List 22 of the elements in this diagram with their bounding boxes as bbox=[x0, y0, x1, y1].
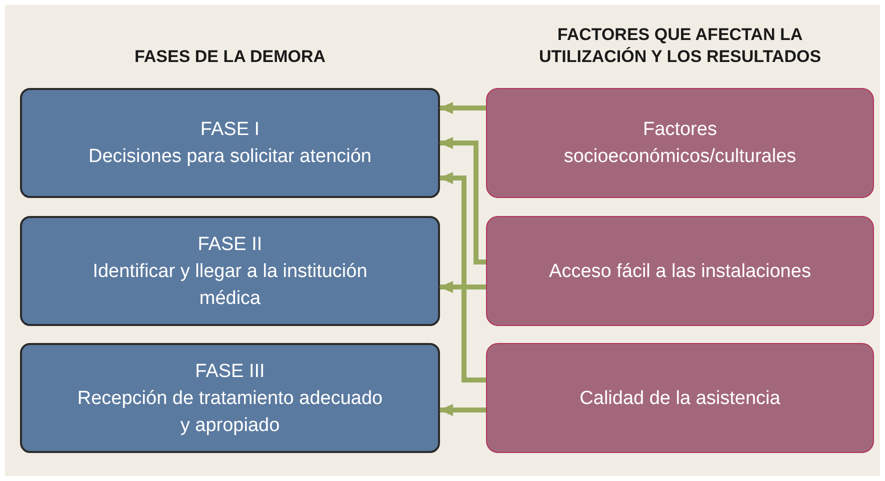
box-text: Decisiones para solicitar atención bbox=[88, 145, 372, 169]
column-heading: FACTORES QUE AFECTAN LA UTILIZACIÓN Y LOS RESULTADOS bbox=[538, 24, 822, 68]
factor-box bbox=[486, 88, 874, 198]
phase-title: FASE I bbox=[200, 118, 260, 142]
box-text: Recepción de tratamiento adecuado y apropiado bbox=[76, 386, 384, 438]
arrow bbox=[439, 137, 486, 264]
phase-box bbox=[20, 88, 440, 198]
phase-title: FASE II bbox=[198, 232, 262, 256]
factor-box bbox=[486, 216, 874, 326]
box-text: Acceso fácil a las instalaciones bbox=[549, 260, 811, 284]
phase-box bbox=[20, 343, 440, 453]
phase-title: FASE III bbox=[195, 360, 265, 384]
arrow bbox=[439, 404, 486, 416]
box-text: Factores socioeconómicos/culturales bbox=[562, 118, 798, 169]
factor-box bbox=[486, 343, 874, 453]
box-text: Identificar y llegar a la institución médica bbox=[92, 260, 368, 310]
box-text: Calidad de la asistencia bbox=[580, 386, 780, 410]
arrow bbox=[439, 281, 486, 293]
arrow bbox=[439, 102, 486, 114]
column-heading: FASES DE LA DEMORA bbox=[133, 46, 327, 68]
arrow bbox=[439, 172, 486, 382]
phase-box bbox=[20, 216, 440, 326]
